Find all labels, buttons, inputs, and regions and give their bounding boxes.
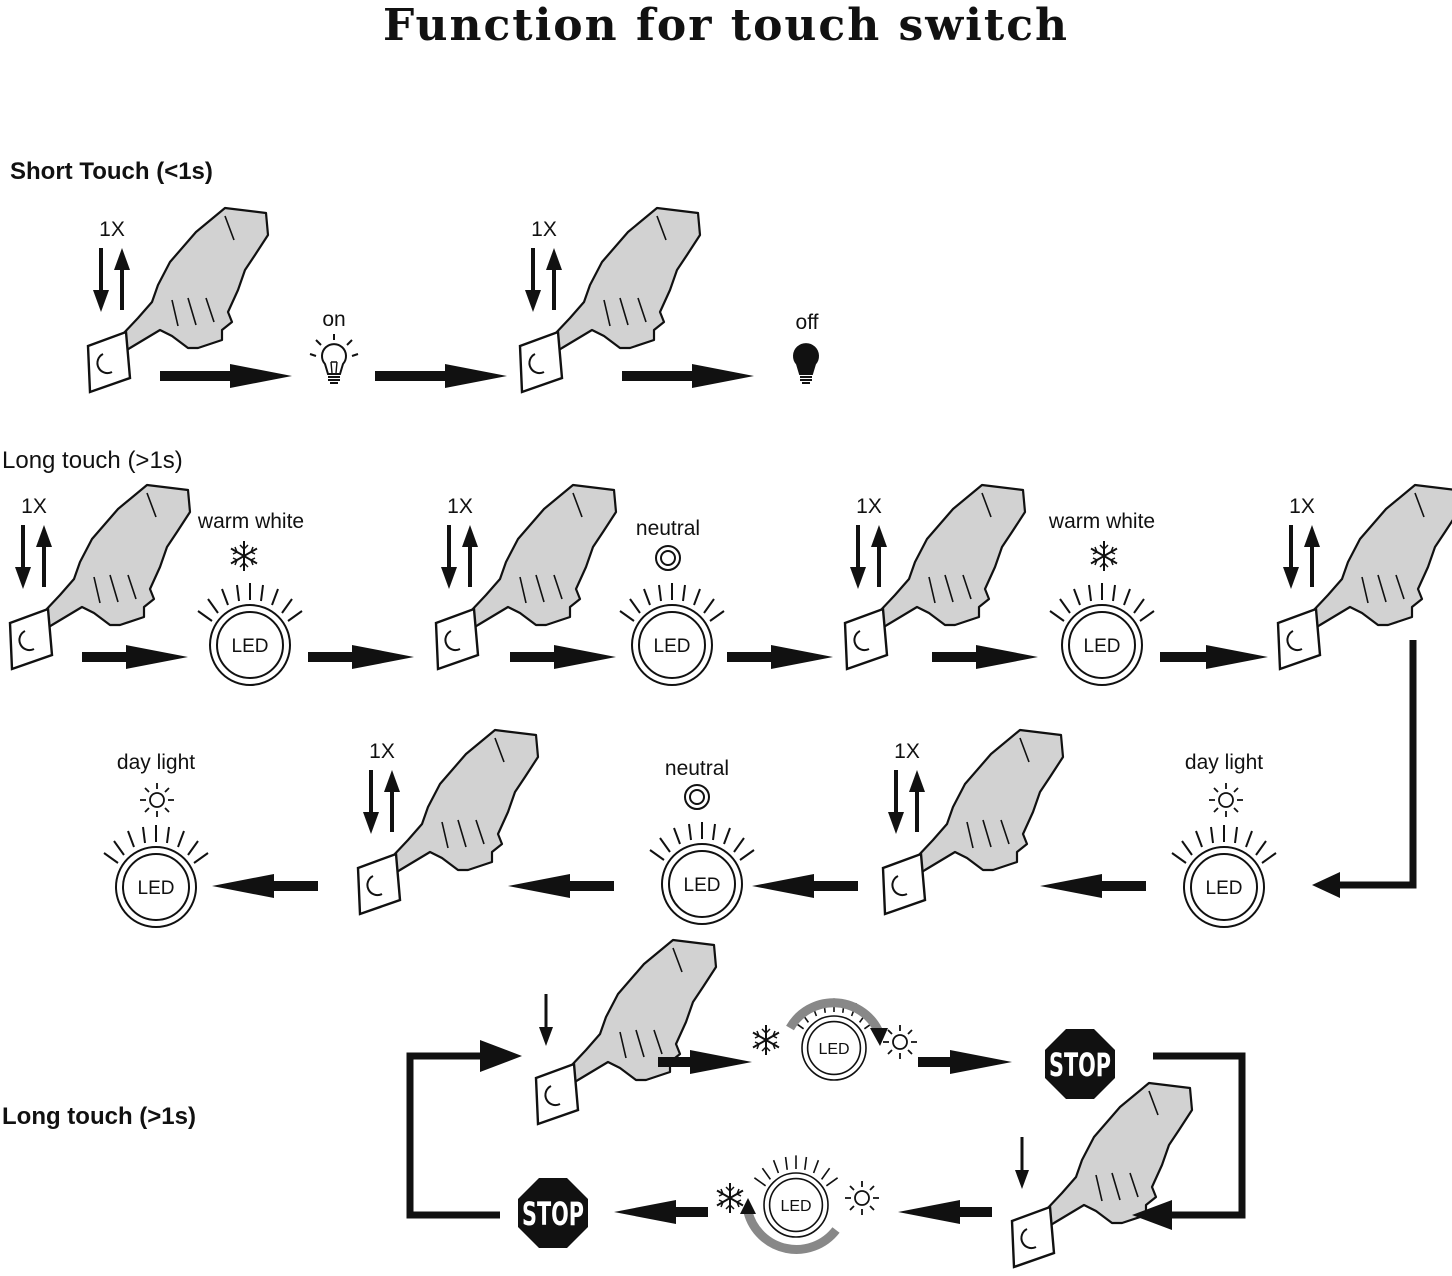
ring-icon xyxy=(684,784,710,810)
connector-path xyxy=(406,1052,500,1219)
label-warm-white: warm white xyxy=(197,510,305,533)
flow-arrow-icon xyxy=(445,364,507,388)
flow-arrow-icon xyxy=(752,874,814,898)
flow-arrow-icon xyxy=(614,1200,676,1224)
snowflake-icon xyxy=(716,1182,744,1214)
press-count-label: 1X xyxy=(99,218,125,241)
flow-arrow-icon xyxy=(898,1200,960,1224)
flow-arrow-icon xyxy=(1040,874,1102,898)
section-short-touch: Short Touch (<1s) xyxy=(10,158,213,185)
led-label: LED xyxy=(138,878,175,899)
press-count-label: 1X xyxy=(21,495,47,518)
connector-path xyxy=(1153,1052,1246,1219)
label-on: on xyxy=(322,308,346,331)
led-label: LED xyxy=(1206,878,1243,899)
press-release-arrows-icon xyxy=(439,523,480,591)
label-off: off xyxy=(795,311,819,334)
press-release-arrows-icon xyxy=(361,768,402,836)
snowflake-icon xyxy=(230,540,258,572)
sun-icon xyxy=(139,782,175,818)
ring-icon xyxy=(655,545,681,571)
led-label: LED xyxy=(654,636,691,657)
led-label: LED xyxy=(818,1041,849,1058)
sun-icon xyxy=(1208,782,1244,818)
label-day-light: day light xyxy=(1184,751,1264,774)
dim-up-arc xyxy=(786,998,883,1033)
section-long-touch-dim: Long touch (>1s) xyxy=(2,1103,196,1130)
label-neutral: neutral xyxy=(635,517,701,540)
press-hold-arrow-icon xyxy=(1013,1135,1031,1191)
hand-pressing-switch-icon xyxy=(1010,1081,1194,1269)
page-title: Function for touch switch xyxy=(383,0,1069,51)
press-release-arrows-icon xyxy=(1281,523,1322,591)
press-release-arrows-icon xyxy=(848,523,889,591)
press-release-arrows-icon xyxy=(886,768,927,836)
label-warm-white: warm white xyxy=(1048,510,1156,533)
flow-arrow-icon xyxy=(976,645,1038,669)
connector-path xyxy=(1330,640,1417,889)
flow-arrow-icon xyxy=(692,364,754,388)
led-label: LED xyxy=(780,1198,811,1215)
section-long-touch-cycle: Long touch (>1s) xyxy=(2,447,183,474)
led-lamp-icon xyxy=(753,1154,839,1238)
dim-up-arrowhead xyxy=(870,1028,888,1046)
label-day-light: day light xyxy=(116,751,196,774)
flow-arrow-icon xyxy=(554,645,616,669)
flow-arrow-icon xyxy=(230,364,292,388)
press-count-label: 1X xyxy=(1289,495,1315,518)
led-label: LED xyxy=(1084,636,1121,657)
light-bulb-off-icon xyxy=(793,343,819,384)
press-count-label: 1X xyxy=(447,495,473,518)
press-count-label: 1X xyxy=(531,218,557,241)
press-count-label: 1X xyxy=(369,740,395,763)
led-label: LED xyxy=(232,636,269,657)
sun-icon xyxy=(844,1180,880,1216)
stop-sign-label: STOP xyxy=(1049,1046,1111,1084)
hand-pressing-switch-icon xyxy=(534,938,718,1126)
dim-down-arc xyxy=(743,1210,840,1254)
flow-arrow-icon xyxy=(771,645,833,669)
light-bulb-on-icon xyxy=(309,333,359,384)
snowflake-icon xyxy=(752,1024,780,1056)
snowflake-icon xyxy=(1090,540,1118,572)
press-release-arrows-icon xyxy=(13,523,54,591)
press-release-arrows-icon xyxy=(523,246,564,314)
flow-arrow-icon xyxy=(1206,645,1268,669)
flow-arrow-icon xyxy=(690,1050,752,1074)
connector-arrowhead xyxy=(1312,872,1340,898)
sun-icon xyxy=(882,1024,918,1060)
connector-arrowhead xyxy=(480,1040,522,1072)
press-count-label: 1X xyxy=(856,495,882,518)
dim-down-arrowhead xyxy=(740,1198,756,1214)
flow-arrow-icon xyxy=(950,1050,1012,1074)
led-label: LED xyxy=(684,875,721,896)
press-release-arrows-icon xyxy=(91,246,132,314)
press-hold-arrow-icon xyxy=(537,992,555,1048)
connector-arrowhead xyxy=(1132,1200,1172,1230)
flow-arrow-icon xyxy=(126,645,188,669)
flow-arrow-icon xyxy=(508,874,570,898)
label-neutral: neutral xyxy=(664,757,730,780)
press-count-label: 1X xyxy=(894,740,920,763)
flow-arrow-icon xyxy=(352,645,414,669)
stop-sign-label: STOP xyxy=(522,1195,584,1233)
flow-arrow-icon xyxy=(212,874,274,898)
